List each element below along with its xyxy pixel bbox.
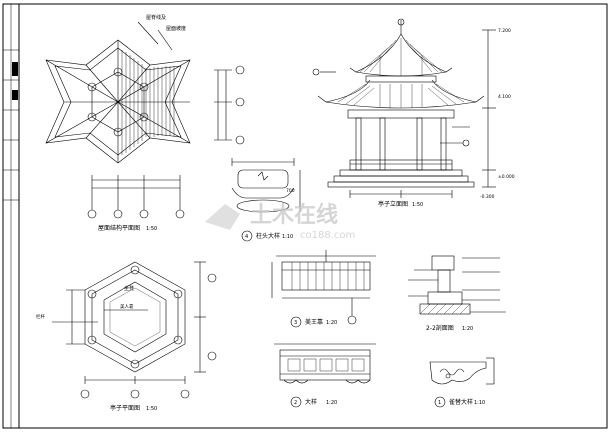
bracket-detail bbox=[429, 357, 495, 385]
railing-tag: 2 大样 1:20 bbox=[290, 396, 337, 408]
bracket-title: 雀替大样 bbox=[449, 398, 473, 406]
bench-tag: 3 美王靠 1:20 bbox=[290, 316, 337, 328]
level-base: -0.300 bbox=[480, 194, 495, 200]
watermark-main: 土木在线 bbox=[250, 202, 338, 228]
column-head-scale: 1:10 bbox=[282, 234, 293, 240]
railing-detail bbox=[274, 343, 376, 384]
elevation-scale: 1:50 bbox=[412, 202, 423, 208]
section-scale: 1:20 bbox=[462, 326, 473, 332]
bracket-tag: 1 雀替大样 1:10 bbox=[434, 396, 485, 408]
bench-scale: 1:20 bbox=[326, 320, 337, 326]
elevation-title: 亭子立面图 bbox=[378, 200, 408, 208]
column-head-dim: 700 bbox=[286, 188, 295, 194]
level-mid: 4.100 bbox=[498, 94, 511, 100]
column-head-number: 4 bbox=[245, 234, 248, 240]
plan-title: 亭子平面图 bbox=[110, 404, 140, 412]
bench-title: 美王靠 bbox=[305, 318, 323, 326]
roof-plan-scale: 1:50 bbox=[146, 226, 157, 232]
level-top: 7.200 bbox=[498, 28, 511, 34]
plan-note-3: 美人靠 bbox=[120, 303, 134, 310]
bracket-number: 1 bbox=[438, 400, 441, 406]
title-block bbox=[3, 4, 20, 428]
plan-note-2: 栏杆 bbox=[36, 313, 45, 320]
plan-note-1: 坐凳 bbox=[124, 285, 134, 292]
bench-number: 3 bbox=[294, 320, 297, 326]
plan-scale: 1:50 bbox=[146, 406, 157, 412]
level-ground: ±0.000 bbox=[498, 174, 515, 180]
column-head-title: 柱头大样 bbox=[256, 232, 280, 240]
watermark-sub: co188.com bbox=[300, 230, 355, 241]
elevation-view bbox=[312, 18, 496, 198]
column-head-tag: 4 柱头大样 1:10 bbox=[241, 230, 293, 242]
section-title: 2-2剖面图 bbox=[426, 324, 454, 332]
column-head-detail bbox=[231, 158, 301, 213]
roof-plan-view bbox=[45, 21, 245, 219]
bracket-scale: 1:10 bbox=[474, 400, 485, 406]
section-detail bbox=[408, 255, 506, 315]
bench-detail bbox=[271, 250, 376, 325]
railing-scale: 1:20 bbox=[326, 400, 337, 406]
floor-plan-view bbox=[52, 261, 217, 399]
watermark: 土木在线 co188.com bbox=[205, 202, 355, 241]
roof-annotation-1: 屋脊线及 bbox=[146, 14, 166, 21]
railing-number: 2 bbox=[294, 400, 297, 406]
railing-title: 大样 bbox=[305, 398, 317, 406]
roof-plan-title: 屋面结构平面图 bbox=[98, 224, 140, 232]
roof-annotation-2: 屋面坡度 bbox=[166, 25, 186, 32]
